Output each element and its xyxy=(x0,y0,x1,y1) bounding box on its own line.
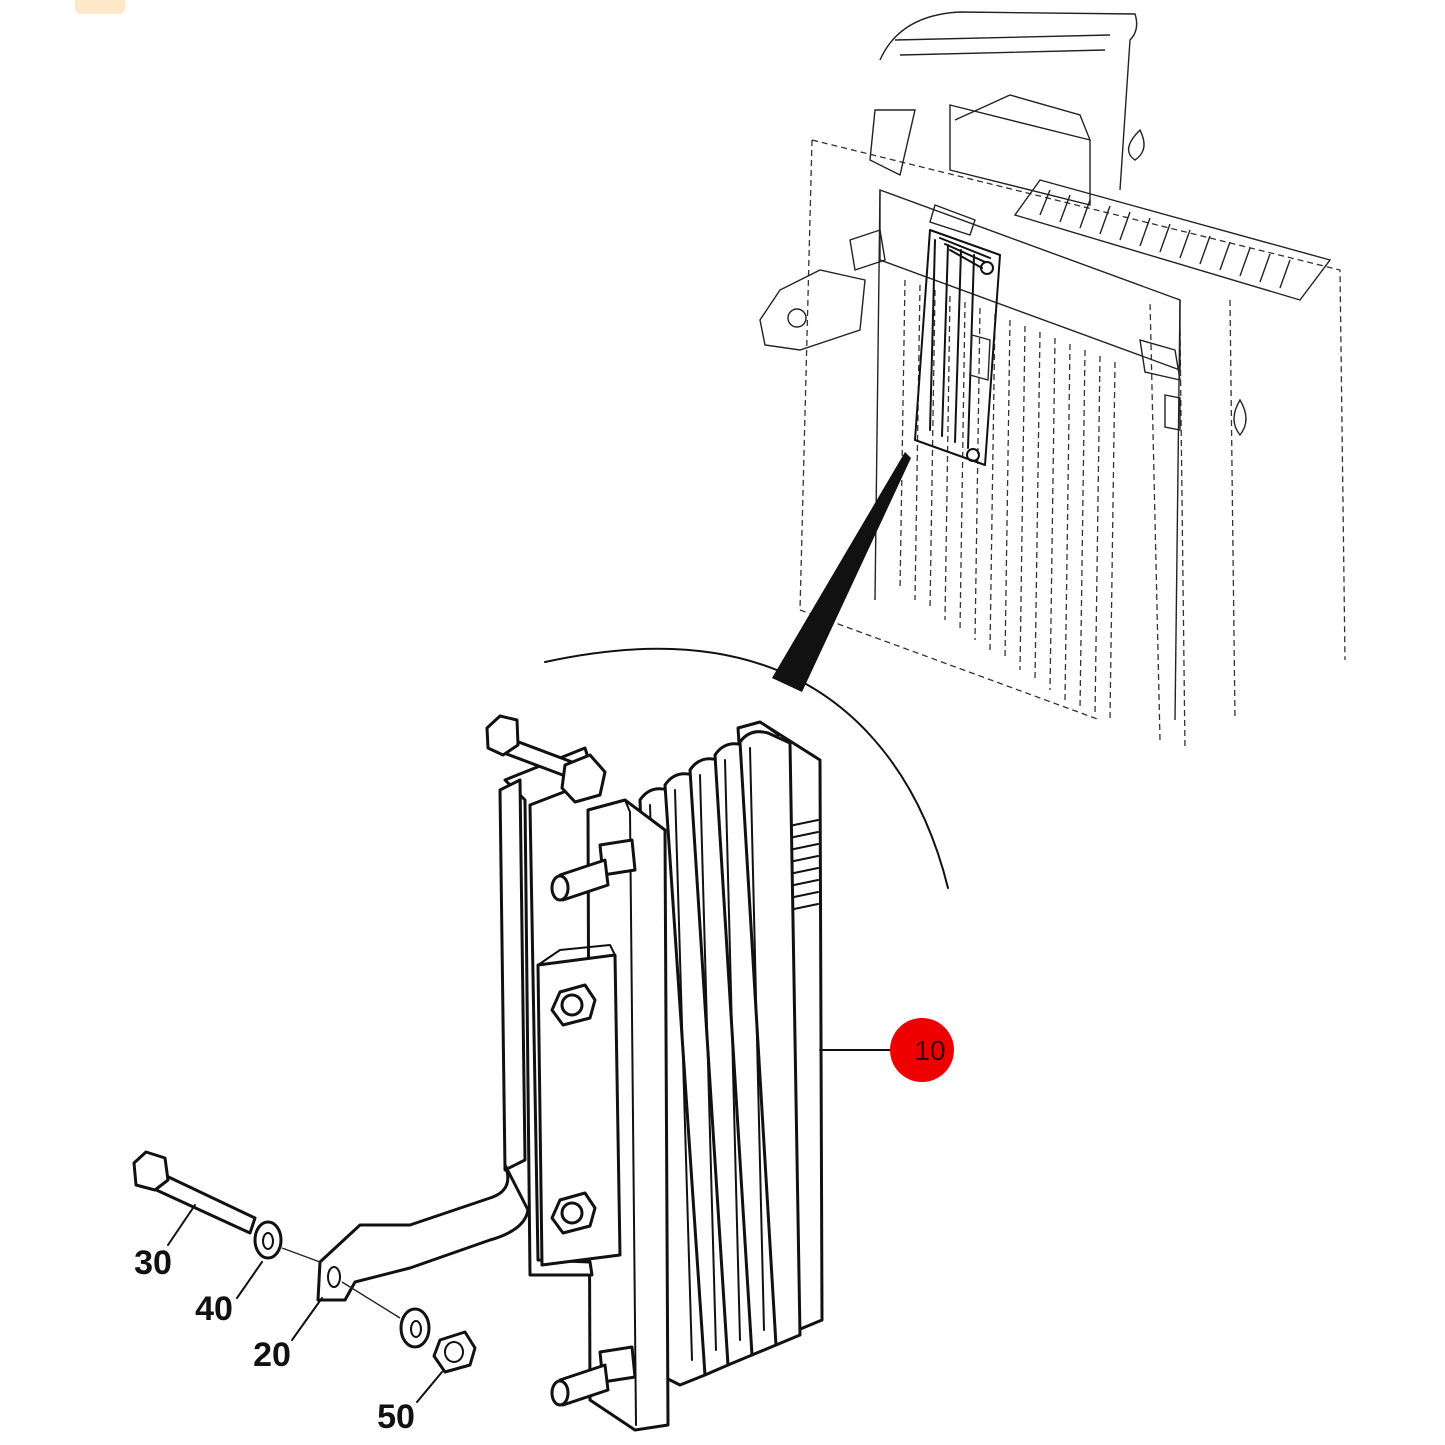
bracket-nut-top xyxy=(550,983,597,1027)
radiator-assembly xyxy=(759,11,1346,751)
callout-50-label: 50 xyxy=(377,1398,415,1436)
callout-20-label: 20 xyxy=(253,1336,291,1374)
callout-10-badge xyxy=(890,1018,954,1082)
callout-10: 10 xyxy=(890,1018,954,1082)
washer-40 xyxy=(253,1220,283,1260)
callout-10-label: 10 xyxy=(914,1035,945,1066)
bolt-30 xyxy=(132,1150,257,1235)
mounted-oil-cooler xyxy=(914,204,1001,466)
outlet-fitting xyxy=(550,1345,637,1407)
top-bolt xyxy=(485,714,607,804)
detail-leader-cone xyxy=(772,452,911,692)
bracket-nut-bottom xyxy=(550,1191,597,1235)
callout-40-label: 40 xyxy=(195,1290,233,1328)
core-fin-lines xyxy=(899,279,1116,719)
nut-50 xyxy=(432,1330,477,1374)
corner-tab xyxy=(75,0,125,14)
detail-arc xyxy=(544,647,949,889)
oil-cooler-detail xyxy=(550,720,824,1432)
washer-50-flat xyxy=(399,1307,431,1349)
top-fin-lines xyxy=(1039,189,1291,289)
callout-leaders xyxy=(167,1049,891,1403)
mounting-bracket xyxy=(316,714,622,1302)
callout-30-label: 30 xyxy=(134,1244,172,1282)
inlet-fitting xyxy=(550,838,637,902)
